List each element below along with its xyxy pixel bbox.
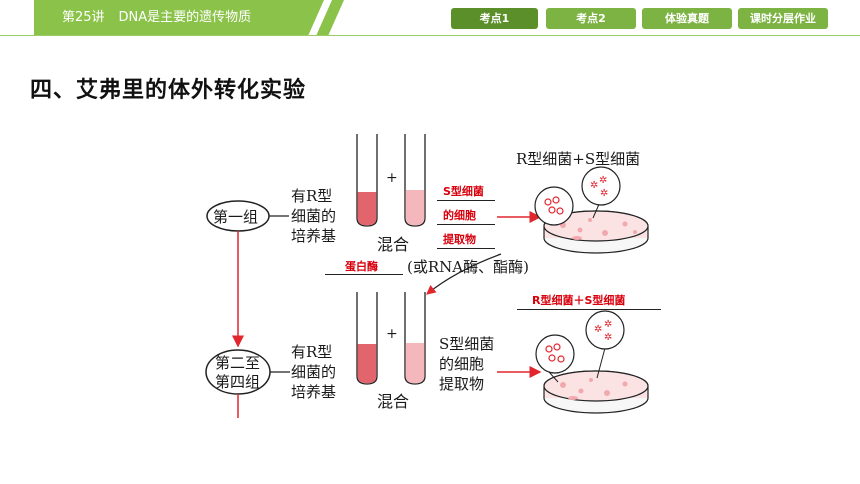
svg-text:✲: ✲: [599, 175, 607, 186]
answer-extract-line-1: S型细菌: [443, 185, 484, 198]
group2-mix-label: 混合: [377, 392, 410, 411]
enzyme-rest: (或RNA酶、酯酶): [407, 258, 529, 276]
culture-line: 培养基: [291, 227, 337, 245]
culture-line: 培养基: [291, 383, 337, 401]
experiment-diagram: ✲ ✲ ✲: [195, 126, 670, 418]
lesson-title: 第25讲 DNA是主要的遗传物质: [62, 8, 251, 28]
lesson-number: 第25讲: [62, 10, 105, 25]
answer-extract-line-3: 提取物: [443, 233, 476, 246]
group2-culture-label: 有R型 细菌的 培养基: [291, 342, 336, 402]
svg-text:✲: ✲: [604, 319, 612, 330]
answer-underline: [325, 274, 403, 275]
culture-line: 细菌的: [291, 207, 337, 225]
culture-line: 有R型: [291, 343, 333, 361]
group1-tube-right: [404, 134, 426, 227]
culture-line: 有R型: [291, 187, 333, 205]
group2-plus-sign: +: [386, 326, 398, 342]
answer-underline: [437, 200, 495, 201]
answer-underline: [517, 309, 661, 310]
header-divider: [0, 35, 860, 36]
lesson-name: DNA是主要的遗传物质: [118, 10, 252, 25]
answer-underline: [437, 224, 495, 225]
group2-label-line: 第四组: [215, 373, 261, 391]
petri-dish-2: ✲ ✲ ✲: [535, 310, 649, 414]
answer-extract-line-2: 的细胞: [443, 209, 476, 222]
diagram-graphics: ✲ ✲ ✲: [205, 134, 649, 418]
group2-label-line: 第二至: [215, 354, 261, 372]
group1-mix-label: 混合: [377, 235, 410, 254]
answer-group2-result: R型细菌＋S型细菌: [532, 294, 626, 307]
tab-homework[interactable]: 课时分层作业: [738, 8, 828, 29]
svg-text:✲: ✲: [594, 324, 602, 335]
svg-text:✲: ✲: [600, 188, 608, 199]
svg-text:✲: ✲: [604, 332, 612, 343]
tab-kaodian-2[interactable]: 考点2: [546, 8, 636, 29]
group1-plus-sign: +: [386, 170, 398, 186]
header-background: [34, 0, 344, 36]
tab-real-exam[interactable]: 体验真题: [642, 8, 732, 29]
answer-enzyme: 蛋白酶: [345, 260, 378, 273]
group1-result: R型细菌+S型细菌: [516, 150, 641, 168]
group2-label: 第二至 第四组: [215, 354, 260, 392]
group1-label: 第一组: [213, 208, 259, 226]
group2-tube-left: [356, 292, 378, 385]
extract-line: S型细菌: [439, 335, 495, 353]
answer-underline: [437, 248, 495, 249]
extract-line: 提取物: [439, 375, 485, 393]
svg-text:✲: ✲: [590, 180, 598, 191]
group1-culture-label: 有R型 细菌的 培养基: [291, 186, 336, 246]
tab-kaodian-1[interactable]: 考点1: [451, 8, 538, 29]
top-header-bar: 第25讲 DNA是主要的遗传物质 考点1 考点2 体验真题 课时分层作业: [0, 0, 860, 36]
culture-line: 细菌的: [291, 363, 337, 381]
group2-extract-label: S型细菌 的细胞 提取物: [439, 334, 494, 394]
petri-dish-1: ✲ ✲ ✲: [534, 166, 649, 254]
group1-tube-left: [356, 134, 378, 227]
group2-tube-right: [404, 292, 426, 385]
extract-line: 的细胞: [439, 355, 485, 373]
section-heading: 四、艾弗里的体外转化实验: [30, 78, 307, 103]
